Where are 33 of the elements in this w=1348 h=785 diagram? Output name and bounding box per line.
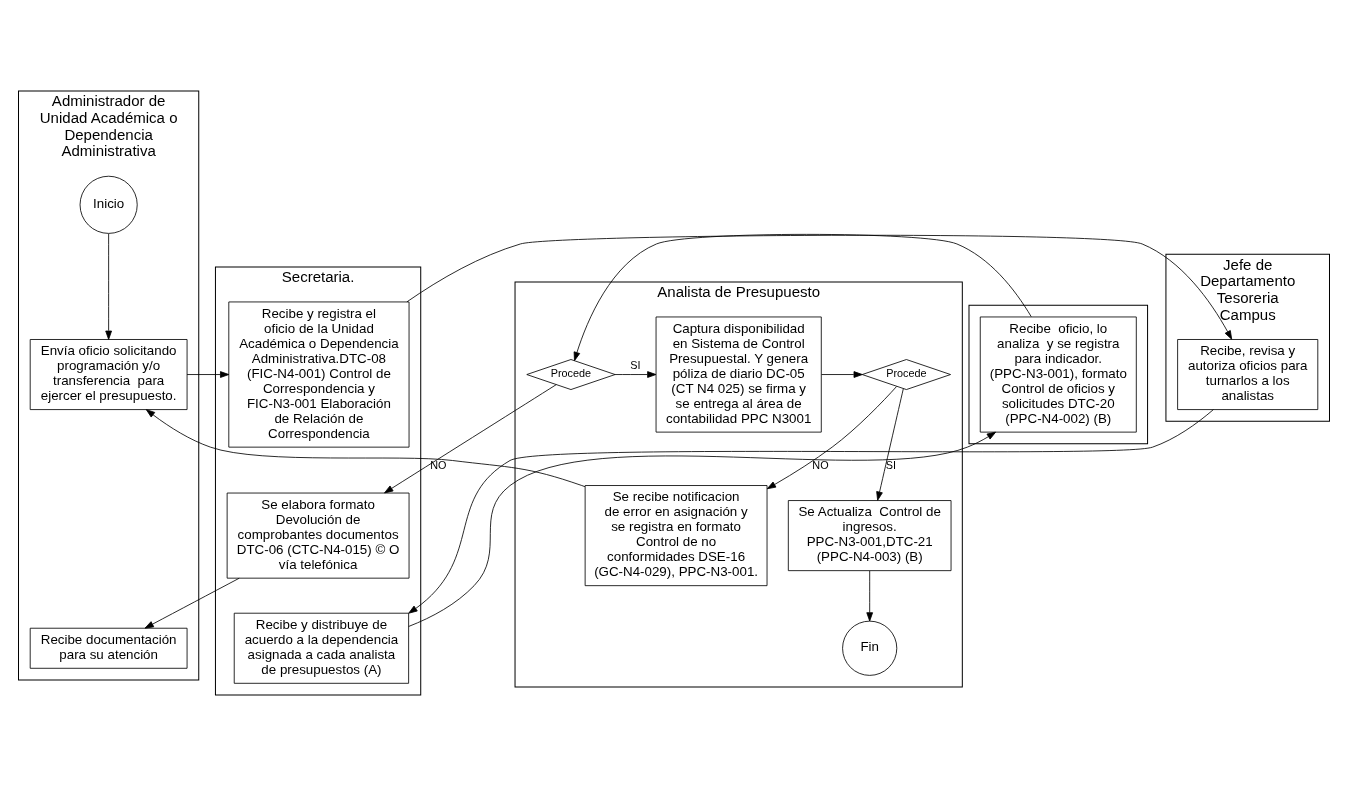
- arrow: [144, 577, 240, 629]
- arrow: [614, 370, 657, 378]
- edge-label: SI: [885, 458, 897, 471]
- node-diamond: Procede: [861, 358, 951, 390]
- cluster: [968, 304, 1149, 444]
- edge-label: NO: [812, 458, 829, 471]
- edge-label: SI: [630, 358, 641, 371]
- arrow: [105, 232, 112, 340]
- arrow: [408, 408, 1214, 614]
- node-box: Envía oficio solicitando programación y/o transferencia para ejercer el presupuesto.: [29, 338, 188, 410]
- node-circle: Inicio: [79, 175, 138, 234]
- arrow: [821, 370, 863, 378]
- node-box: Recibe, revisa y autoriza oficios para turnarlos a los analistas: [1177, 338, 1319, 410]
- arrow: [573, 233, 1032, 361]
- arrow: [145, 408, 586, 487]
- node-box: Recibe y distribuye de acuerdo a la dependencia asignada a cada analista de presupuestos (A): [233, 612, 410, 684]
- arrow: [866, 570, 874, 621]
- arrow: [408, 431, 996, 627]
- node-box: Captura disponibilidad en Sistema de Control Presupuestal. Y genera póliza de diario DC-05 (CT N4 025) se firma y se entrega al área de contabilidad PPC N3001: [655, 316, 822, 433]
- arrow: [876, 387, 904, 501]
- node-circle: Fin: [842, 620, 898, 676]
- node-box: Se Actualiza Control de ingresos. PPC-N3-001,DTC-21 (PPC-N4-003) (B): [787, 499, 952, 571]
- node-diamond: Procede: [526, 358, 616, 390]
- edge-label: NO: [430, 458, 447, 471]
- arrow: [406, 234, 1233, 340]
- node-box: Recibe documentación para su atención: [29, 627, 188, 669]
- node-box: Se elabora formato Devolución de comprobantes documentos DTC-06 (CTC-N4-015) © O vía telefónica: [226, 492, 410, 579]
- arrow: [766, 385, 897, 489]
- node-box: Recibe y registra el oficio de la Unidad Académica o Dependencia Administrativa.DTC-08 (FIC-N4-001) Control de Correspondencia y FIC-N3-001 Elaboración de Relación de Correspondencia: [228, 301, 410, 448]
- node-box: Se recibe notificacion de error en asignación y se registra en formato Control de no conformidades DSE-16 (GC-N4-029), PPC-N3-001.: [584, 484, 768, 586]
- node-box: Recibe oficio, lo analiza y se registra para indicador. (PPC-N3-001), formato Control de oficios y solicitudes DTC-20 (PPC-N4-002) (B): [979, 316, 1137, 433]
- arrow: [186, 370, 230, 378]
- arrow: [384, 383, 557, 493]
